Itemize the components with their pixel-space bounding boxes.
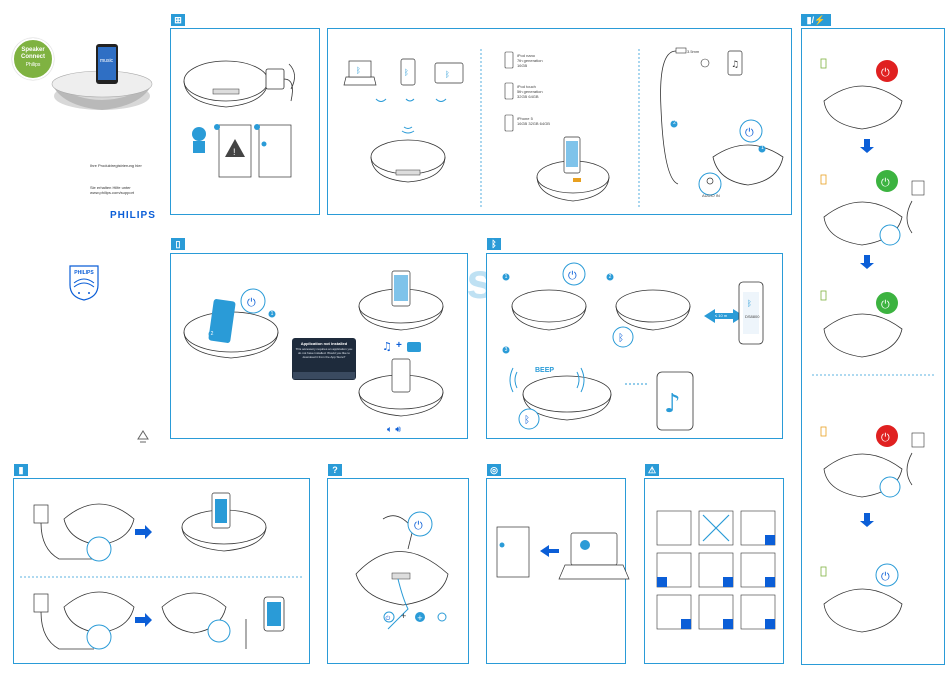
svg-text:ᛒ: ᛒ <box>404 68 409 77</box>
dock-plus: + <box>396 340 402 351</box>
aux-step-2: 2 <box>673 120 676 126</box>
recycle-icon <box>137 430 149 443</box>
badge-line-1: Speaker <box>21 47 45 53</box>
bt-beep: BEEP <box>535 367 555 374</box>
svg-text:🔈︎ 🔊︎: 🔈︎ 🔊︎ <box>387 425 401 435</box>
bt-range: ≤ 10 m <box>715 313 728 318</box>
tab-support: ◎ <box>487 464 501 476</box>
philips-shield-seal: PHILIPS <box>67 263 101 301</box>
bt-step-2: 2 <box>608 274 612 280</box>
product-photo: music <box>44 44 154 116</box>
tab-bluetooth: ᛒ <box>487 238 501 250</box>
svg-text:ᛒ: ᛒ <box>618 333 624 344</box>
panel-dock: ⏻ ♫ 🔈︎ 🔊︎ Application not installed This… <box>170 253 468 439</box>
svg-text:♫: ♫ <box>382 340 392 353</box>
dock-step-2: 2 <box>210 331 214 337</box>
tab-safety: ⚠ <box>645 464 659 476</box>
tab-charge: ▮ <box>14 464 28 476</box>
svg-text:ᛒ: ᛒ <box>524 415 530 426</box>
svg-text:⏻: ⏻ <box>414 519 423 532</box>
reset-illustration: ⏻ ⏻ + <box>355 511 449 630</box>
reset-plus: + <box>401 611 407 621</box>
svg-text:ᛒ: ᛒ <box>747 299 752 308</box>
app-dialog-text: This accessory requires an application y… <box>295 347 353 359</box>
panel-power: ⏻ ⏻ ⏻ ⏻ ⏻ <box>801 28 945 665</box>
panel-help: ⏻ ⏻ + + <box>327 478 469 664</box>
box-contents-illustration: ! <box>183 60 295 178</box>
svg-text:⏻: ⏻ <box>881 298 890 311</box>
tab-power: ▮/⚡ <box>801 14 831 26</box>
panel-bluetooth: ⏻ ᛒ ᛒ ᛒ ♪ 1 2 3 ≤ 10 m BEEP DS8800 <box>486 253 783 439</box>
dock-step-1: 1 <box>270 311 274 317</box>
badge-line-2: Connect <box>21 54 45 60</box>
tab-help: ? <box>328 464 342 476</box>
svg-text:⏻: ⏻ <box>881 570 890 583</box>
support-illustration <box>496 526 630 580</box>
svg-text:⏻: ⏻ <box>881 66 890 79</box>
svg-text:!: ! <box>233 147 236 157</box>
svg-text:♫: ♫ <box>731 60 739 70</box>
panel-safety <box>644 478 784 664</box>
philips-logo: PHILIPS <box>110 210 156 221</box>
compat-ipod-nano: iPod nano 7th generation 16GB <box>517 53 543 68</box>
power-illustration: ⏻ ⏻ ⏻ ⏻ ⏻ <box>812 58 936 633</box>
seal-text: PHILIPS <box>74 270 94 276</box>
aux-cable-label: 3.5mm <box>687 49 700 54</box>
svg-text:⏻: ⏻ <box>247 296 256 309</box>
svg-text:music: music <box>100 58 114 64</box>
panel-connect: ᛒ ᛒ ᛒ ♫ ⏻ iPod nano 7th generation <box>327 28 792 215</box>
svg-text:ᛒ: ᛒ <box>356 66 361 75</box>
safety-illustration <box>656 510 776 630</box>
svg-text:+: + <box>417 614 423 622</box>
speaker-connect-badge: Speaker Connect Philips <box>12 38 54 80</box>
panel-charge <box>13 478 310 664</box>
aux-step-1: 1 <box>761 145 764 151</box>
docking-speaker-image: music <box>51 44 153 110</box>
bt-step-1: 1 <box>504 274 508 280</box>
connect-illustration: ᛒ ᛒ ᛒ ♫ ⏻ <box>343 47 784 207</box>
tab-box-contents: ⊞ <box>171 14 185 26</box>
bt-step-3: 3 <box>504 347 508 353</box>
tab-dock: ▯ <box>171 238 185 250</box>
svg-text:⏻: ⏻ <box>386 615 391 622</box>
audio-in-label: AUDIO IN <box>702 193 720 198</box>
cover-column: music Speaker Connect Philips Ihre Produ… <box>0 0 165 675</box>
compat-iphone5: iPhone 5 16GB 32GB 64GB <box>517 116 550 126</box>
svg-text:⏻: ⏻ <box>881 431 890 444</box>
bt-device-name: DS8800 <box>745 314 760 319</box>
shield-icon <box>69 265 99 301</box>
panel-support <box>486 478 630 664</box>
charge-illustration <box>20 492 304 650</box>
app-dialog-title: Application not installed <box>300 341 348 346</box>
compat-ipod-touch: iPod touch 5th generation 32GB 64GB <box>517 84 543 99</box>
svg-text:ᛒ: ᛒ <box>445 70 450 79</box>
svg-text:♪: ♪ <box>664 389 681 419</box>
support-note: Sie erhalten Hilfe unter www.philips.com… <box>90 185 135 195</box>
register-note: Ihre Produktregistrierung hier <box>90 163 142 168</box>
badge-line-3: Philips <box>25 62 41 68</box>
bluetooth-illustration: ⏻ ᛒ ᛒ ᛒ ♪ <box>502 262 764 431</box>
svg-text:⏻: ⏻ <box>881 176 890 189</box>
panel-box-contents: ! <box>170 28 320 215</box>
dock-illustration: ⏻ ♫ 🔈︎ 🔊︎ <box>183 270 444 435</box>
svg-text:⏻: ⏻ <box>568 269 577 282</box>
svg-text:⏻: ⏻ <box>745 126 754 139</box>
